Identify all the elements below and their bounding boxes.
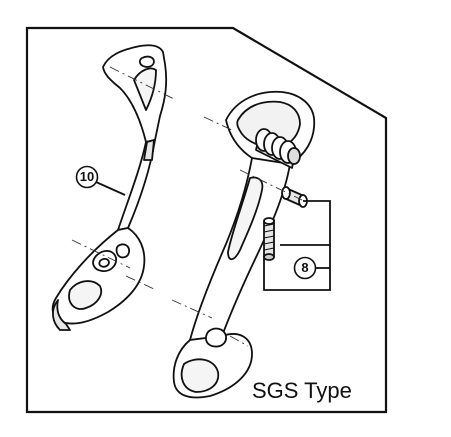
part-number-10: 10 xyxy=(79,169,95,184)
inner-cage-plate xyxy=(51,44,168,331)
leader-lines xyxy=(95,181,331,291)
outer-cage-plate xyxy=(172,90,316,399)
diagram-caption: SGS Type xyxy=(252,378,352,403)
part-number-8: 8 xyxy=(301,260,309,275)
callout-circle-10 xyxy=(75,165,99,189)
alignment-lines xyxy=(71,66,303,347)
callout-circle-8 xyxy=(293,256,317,280)
